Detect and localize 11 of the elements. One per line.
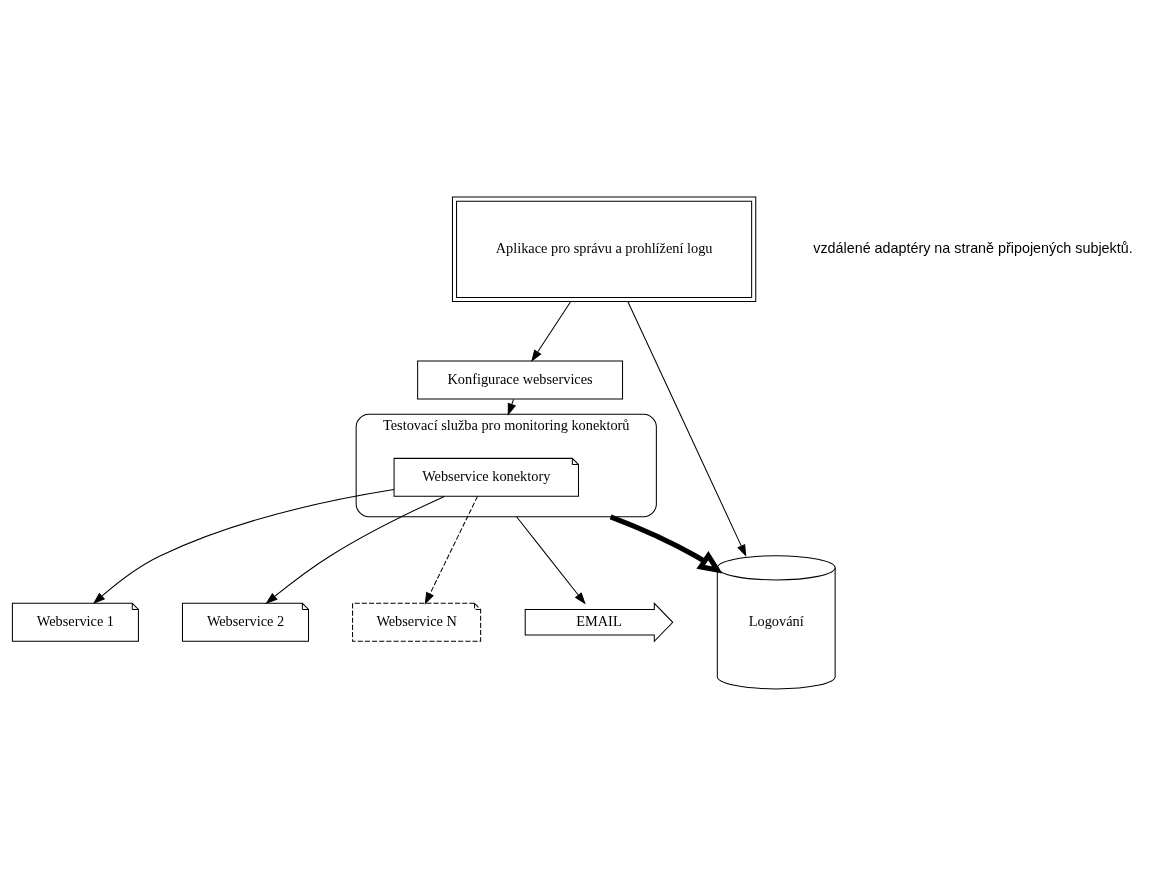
node-box: Konfigurace webservices: [417, 360, 624, 400]
arrow: [516, 516, 586, 605]
arrow: [609, 514, 723, 574]
arrow: [265, 495, 445, 605]
arrow: [507, 398, 516, 416]
arrow: [92, 489, 395, 605]
arrow: [424, 495, 478, 605]
arrow: [627, 301, 747, 557]
node-box: Aplikace pro správu a prohlížení logu: [451, 196, 757, 303]
label: vzdálené adaptéry na straně připojených subjektů.: [813, 240, 1133, 257]
arrow: [531, 301, 571, 363]
